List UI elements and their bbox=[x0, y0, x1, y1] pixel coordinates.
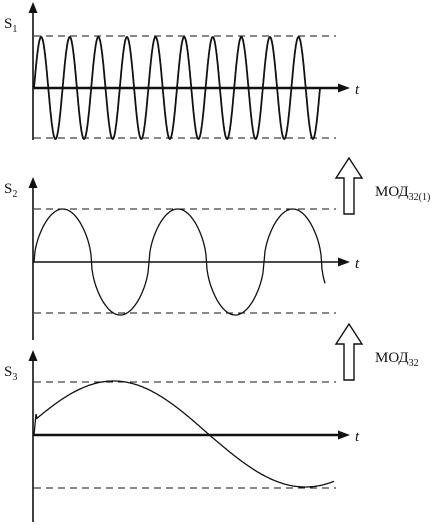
modulation-2-label: МОД32 bbox=[375, 350, 419, 369]
s1-time-label: t bbox=[355, 82, 360, 98]
s1-time-axis-arrow-icon bbox=[338, 83, 350, 93]
s2-label: S2 bbox=[4, 181, 17, 200]
s2-time-axis-arrow-icon bbox=[338, 257, 350, 267]
s3-label: S3 bbox=[4, 364, 17, 383]
s1-label: S1 bbox=[4, 16, 17, 35]
s3-time-axis-arrow-icon bbox=[338, 430, 350, 440]
s3-modulated-waveform bbox=[33, 380, 335, 488]
modulation-step-2: МОД32 bbox=[334, 322, 419, 381]
panel-s2: S2 t bbox=[4, 177, 360, 340]
s1-carrier-waveform bbox=[33, 36, 321, 140]
modulation-step-1: МОД32(1) bbox=[334, 156, 430, 215]
s3-time-label: t bbox=[355, 429, 360, 445]
s3-vertical-axis-arrow-icon bbox=[28, 350, 38, 361]
s2-vertical-axis-arrow-icon bbox=[28, 177, 38, 188]
panel-s1: S1 t bbox=[4, 2, 360, 140]
panel-s3: S3 t bbox=[4, 350, 360, 522]
hollow-up-arrow-icon bbox=[334, 156, 364, 215]
s2-time-label: t bbox=[355, 256, 360, 272]
modulation-1-label: МОД32(1) bbox=[375, 184, 430, 203]
hollow-up-arrow-icon bbox=[334, 322, 364, 381]
s1-vertical-axis-arrow-icon bbox=[28, 2, 38, 13]
s2-modulated-waveform bbox=[33, 208, 326, 316]
